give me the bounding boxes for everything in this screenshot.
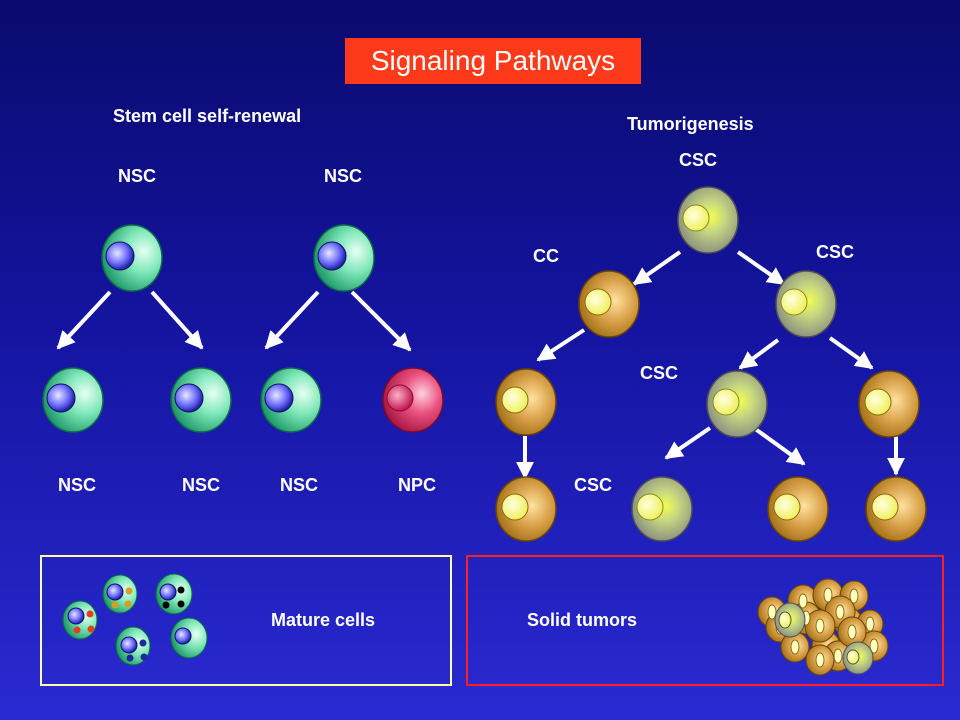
nucleus [712,388,740,416]
self-renewal-heading: Stem cell self-renewal [113,106,302,126]
nucleus [773,493,801,521]
csc-root-label: CSC [679,150,718,170]
cc-cell [767,476,829,542]
nucleus [871,493,899,521]
tumor-stem-cell [842,641,874,675]
nucleus [780,288,808,316]
nucleus [174,383,204,413]
nucleus [46,383,76,413]
nucleus [386,384,414,412]
tumorigenesis-arrows [516,250,905,480]
mature-cell [62,600,98,640]
page-title: Signaling Pathways [345,38,641,84]
mature-cells-label: Mature cells [271,610,376,630]
csc-cell [706,370,768,438]
nucleus [501,386,529,414]
tumor-stem-cell [774,602,806,638]
mature-cells-panel [40,555,452,686]
nucleus [584,288,612,316]
mature-cell [170,617,208,659]
solid-tumor-cluster [757,578,889,676]
nsc-bottom-label-1: NSC [58,475,97,495]
csc-level3-label: CSC [574,475,613,495]
nsc-bottom-label-2: NSC [182,475,221,495]
nucleus [682,204,710,232]
nsc-top-label-2: NSC [324,166,363,186]
nsc-cell [260,367,322,433]
cc-cell [495,368,557,436]
cc-cell [495,476,557,542]
tumorigenesis-heading: Tumorigenesis [627,114,754,134]
npc-bottom-label: NPC [398,475,437,495]
cc-label: CC [533,246,559,266]
nsc-cell [170,367,232,433]
nsc-bottom-label-3: NSC [280,475,319,495]
nucleus [636,493,664,521]
cc-cell [858,370,920,438]
cc-cell [578,270,640,338]
nsc-cell [101,224,163,292]
mature-cell [102,574,138,614]
npc-cell [382,367,444,433]
cc-cell [865,476,927,542]
nsc-cell [42,367,104,433]
mature-cell [155,573,193,615]
nsc-top-label-1: NSC [118,166,157,186]
nucleus [864,388,892,416]
csc-level2-label: CSC [640,363,679,383]
nucleus [264,383,294,413]
nucleus [317,241,347,271]
csc-cell [631,476,693,542]
csc-cell [677,186,739,254]
csc-cell [775,270,837,338]
solid-tumors-panel [466,555,944,686]
csc-level1-label: CSC [816,242,855,262]
nucleus [105,241,135,271]
mature-cells-cluster [62,573,208,666]
nsc-cell [313,224,375,292]
solid-tumors-label: Solid tumors [527,610,638,630]
self-renewal-arrows [56,290,412,352]
nucleus [501,493,529,521]
mature-cell [115,626,151,666]
